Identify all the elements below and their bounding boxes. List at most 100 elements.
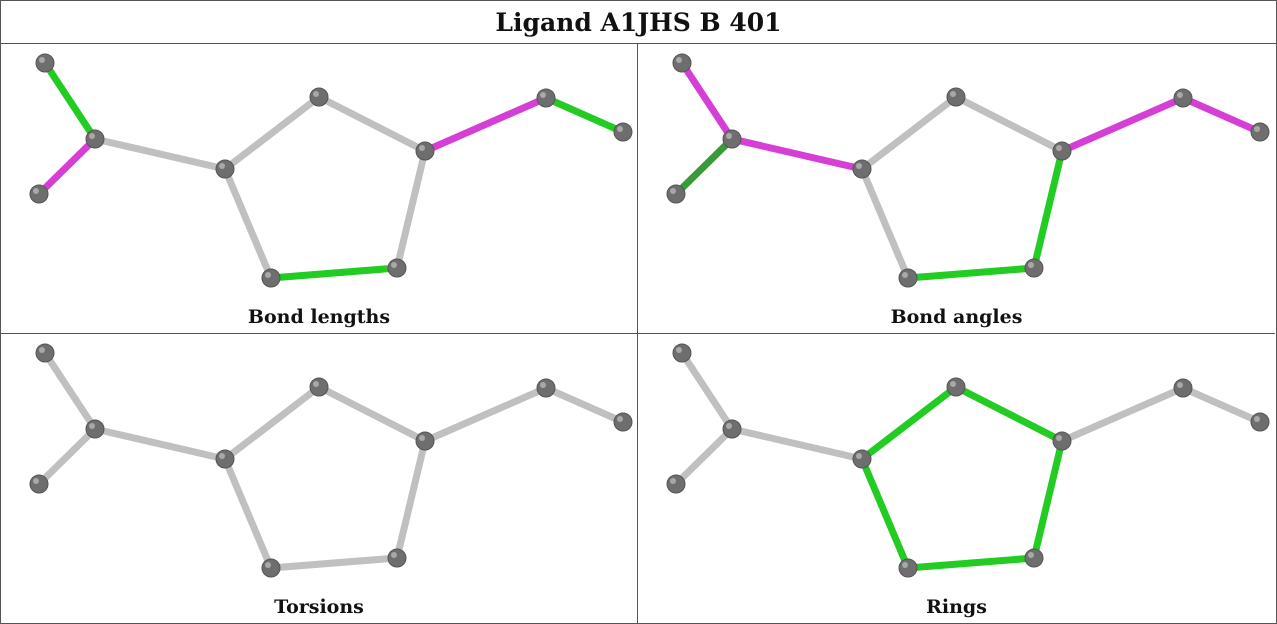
atom-highlight [39, 347, 45, 353]
atom-4 [946, 377, 966, 397]
molecule-view-rings [666, 343, 1270, 578]
atom-highlight [89, 133, 95, 139]
atom-highlight [33, 188, 39, 194]
atom-highlight [676, 57, 682, 63]
bond-8-9 [542, 384, 627, 426]
atom-4 [946, 87, 966, 107]
atom-5 [1052, 141, 1072, 161]
panel-torsions: Torsions [1, 334, 638, 624]
atom-4 [309, 377, 329, 397]
bond-3-4 [858, 383, 960, 463]
panel-rings: Rings [638, 334, 1275, 624]
atom-3 [215, 159, 235, 179]
atom-1 [85, 129, 105, 149]
bond-4-5 [315, 383, 429, 445]
atom-9 [1250, 122, 1270, 142]
bond-3-4 [858, 93, 960, 173]
atom-6 [898, 558, 918, 578]
atom-2 [29, 184, 49, 204]
bond-6-7 [267, 554, 401, 572]
atom-highlight [391, 262, 397, 268]
atom-highlight [670, 478, 676, 484]
bond-3-4 [221, 383, 323, 463]
atom-1 [722, 129, 742, 149]
atom-highlight [540, 92, 546, 98]
atom-highlight [902, 562, 908, 568]
atom-highlight [33, 478, 39, 484]
bond-6-7 [267, 264, 401, 282]
atom-highlight [676, 347, 682, 353]
atom-3 [852, 449, 872, 469]
atom-3 [215, 449, 235, 469]
bond-0-1 [678, 349, 736, 433]
atom-highlight [856, 163, 862, 169]
atom-highlight [1056, 435, 1062, 441]
atom-9 [1250, 412, 1270, 432]
molecule-view-bond-angles [666, 53, 1270, 288]
bond-3-6 [858, 455, 912, 572]
atom-5 [1052, 431, 1072, 451]
atom-8 [1173, 88, 1193, 108]
atom-2 [666, 474, 686, 494]
atom-highlight [1254, 126, 1260, 132]
atom-highlight [540, 382, 546, 388]
atom-highlight [1028, 262, 1034, 268]
atom-2 [666, 184, 686, 204]
bond-0-1 [41, 59, 99, 143]
atom-7 [1024, 548, 1044, 568]
bond-1-3 [728, 425, 866, 463]
bond-1-2 [672, 135, 736, 198]
bond-1-3 [728, 135, 866, 173]
atom-highlight [617, 126, 623, 132]
atom-highlight [1056, 145, 1062, 151]
atom-highlight [950, 91, 956, 97]
atom-0 [35, 53, 55, 73]
panel-label: Bond lengths [247, 306, 391, 328]
atom-7 [387, 258, 407, 278]
atom-7 [1024, 258, 1044, 278]
atom-highlight [1177, 382, 1183, 388]
atom-1 [85, 419, 105, 439]
atom-highlight [39, 57, 45, 63]
bond-0-1 [41, 349, 99, 433]
bond-3-6 [221, 165, 275, 282]
atom-highlight [617, 416, 623, 422]
atom-0 [35, 343, 55, 363]
bond-4-5 [952, 93, 1066, 155]
atom-highlight [670, 188, 676, 194]
atom-7 [387, 548, 407, 568]
atom-highlight [1028, 552, 1034, 558]
bond-1-2 [35, 135, 99, 198]
atom-highlight [726, 133, 732, 139]
bond-8-9 [1179, 94, 1264, 136]
bond-7-5 [393, 147, 429, 272]
bond-0-1 [678, 59, 736, 143]
atom-1 [722, 419, 742, 439]
panel-bond-angles: Bond angles [638, 44, 1275, 334]
atom-0 [672, 343, 692, 363]
panel-label: Torsions [274, 596, 364, 618]
atom-3 [852, 159, 872, 179]
atom-highlight [419, 435, 425, 441]
bond-4-5 [952, 383, 1066, 445]
panel-bond-lengths: Bond lengths [1, 44, 638, 334]
bond-7-5 [1030, 147, 1066, 272]
atom-9 [613, 412, 633, 432]
atom-6 [261, 558, 281, 578]
atom-5 [415, 141, 435, 161]
bond-7-5 [393, 437, 429, 562]
atom-highlight [1177, 92, 1183, 98]
bond-5-8 [421, 384, 550, 445]
atom-highlight [265, 562, 271, 568]
atom-8 [1173, 378, 1193, 398]
atom-8 [536, 378, 556, 398]
bond-1-3 [91, 425, 229, 463]
bond-1-2 [672, 425, 736, 488]
atom-highlight [726, 423, 732, 429]
bond-3-6 [858, 165, 912, 282]
atom-highlight [902, 272, 908, 278]
bond-4-5 [315, 93, 429, 155]
atom-6 [898, 268, 918, 288]
bond-5-8 [1058, 94, 1187, 155]
